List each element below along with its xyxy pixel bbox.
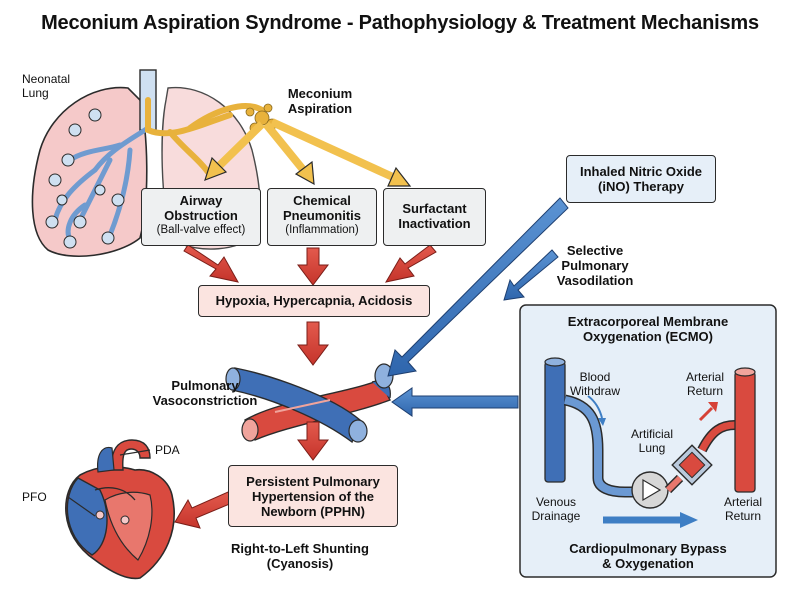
aorta	[111, 439, 151, 471]
artificial-lung-oxygenator	[671, 444, 713, 486]
pphn-line1: Persistent Pulmonary	[246, 474, 380, 489]
arterial-vessel	[734, 371, 756, 493]
surfactant-inactivation-title-line2: Inactivation	[398, 216, 471, 231]
chemical-pneumonitis-sub: (Inflammation)	[285, 224, 359, 236]
vasodilation-line3: Vasodilation	[556, 273, 634, 288]
surfactant-inactivation-box: Surfactant Inactivation	[383, 188, 486, 246]
ecmo-footer-line2: & Oxygenation	[602, 556, 694, 571]
arterial-return-bottom-line1: Arterial	[723, 495, 762, 509]
surfactant-inactivation-title-line1: Surfactant	[402, 201, 467, 216]
ino-to-vessel-arrow	[387, 197, 569, 377]
shunting-line1: Right-to-Left Shunting	[231, 541, 369, 556]
venous-drainage-label: Venous Drainage	[526, 495, 586, 523]
meconium-aspiration-line1: Meconium	[287, 86, 353, 101]
neonatal-lung-label-line2: Lung	[22, 86, 49, 100]
pphn-line2: Hypertension of the	[251, 489, 375, 504]
ecmo-to-vessel-arrow	[391, 387, 519, 417]
heart-illustration	[65, 439, 175, 580]
artificial-lung-line2: Lung	[638, 441, 666, 455]
airway-obstruction-sub: (Ball-valve effect)	[156, 224, 246, 236]
vasoconstriction-to-pphn-arrow	[297, 421, 329, 461]
ecmo-circuit	[544, 357, 756, 528]
vasodilation-line2: Pulmonary	[561, 258, 629, 273]
vasoconstriction-line1: Pulmonary	[171, 378, 239, 393]
blood-withdraw-line1: Blood	[579, 370, 611, 384]
blood-withdraw-line2: Withdraw	[569, 384, 620, 398]
hypoxia-text: Hypoxia, Hypercapnia, Acidosis	[215, 293, 413, 308]
pulmonary-artery	[97, 446, 115, 473]
pphn-line3: Newborn (PPHN)	[261, 504, 365, 519]
neonatal-lung-label-line1: Neonatal	[22, 72, 71, 86]
pulmonary-vessels-illustration	[225, 363, 394, 444]
vasoconstriction-line2: Vasoconstriction	[152, 393, 258, 408]
arterial-return-top-label: Arterial Return	[675, 370, 735, 398]
aspiration-arrows	[204, 118, 412, 187]
page-title: Meconium Aspiration Syndrome - Pathophys…	[41, 12, 759, 34]
ecmo-title: Extracorporeal Membrane Oxygenation (ECM…	[520, 314, 776, 344]
ecmo-panel	[519, 304, 777, 578]
hypoxia-to-vasoconstriction-arrow	[297, 321, 329, 366]
airway-obstruction-title-line1: Airway	[179, 193, 223, 208]
meconium-aspiration-line2: Aspiration	[287, 101, 353, 116]
chemical-pneumonitis-box: Chemical Pneumonitis (Inflammation)	[267, 188, 377, 246]
vasodilation-arrow	[503, 249, 559, 301]
ecmo-title-line2: Oxygenation (ECMO)	[582, 329, 713, 344]
hypoxia-box: Hypoxia, Hypercapnia, Acidosis	[198, 285, 430, 317]
artificial-lung-line1: Artificial	[630, 427, 673, 441]
ecmo-title-line1: Extracorporeal Membrane	[567, 314, 729, 329]
chemical-pneumonitis-title-line1: Chemical	[293, 193, 351, 208]
pphn-box: Persistent Pulmonary Hypertension of the…	[228, 465, 398, 527]
venous-drainage-line1: Venous	[535, 495, 577, 509]
arterial-return-bottom-line2: Return	[724, 509, 762, 523]
venous-vessel	[544, 361, 566, 483]
vasodilation-line1: Selective	[566, 243, 624, 258]
airway-obstruction-title-line2: Obstruction	[164, 208, 238, 223]
mechanism-to-hypoxia-arrows	[183, 244, 437, 286]
airway-obstruction-box: Airway Obstruction (Ball-valve effect)	[141, 188, 261, 246]
vein-vessel	[231, 367, 361, 444]
ecmo-footer-line1: Cardiopulmonary Bypass	[569, 541, 727, 556]
venous-drainage-line2: Drainage	[531, 509, 581, 523]
shunting-label: Right-to-Left Shunting (Cyanosis)	[215, 541, 385, 571]
ino-arrows	[387, 197, 569, 417]
meconium-aspiration-label: Meconium Aspiration	[275, 86, 365, 116]
artificial-lung-label: Artificial Lung	[622, 427, 682, 455]
blood-withdraw-label: Blood Withdraw	[565, 370, 625, 398]
pulmonary-vasoconstriction-label: Pulmonary Vasoconstriction	[150, 378, 260, 408]
ino-line1: Inhaled Nitric Oxide	[579, 164, 703, 179]
arterial-return-bottom-label: Arterial Return	[712, 495, 774, 523]
shunting-line2: (Cyanosis)	[266, 556, 334, 571]
alveoli	[45, 108, 125, 249]
pphn-to-heart-arrow	[174, 491, 233, 529]
ino-therapy-box: Inhaled Nitric Oxide (iNO) Therapy	[566, 155, 716, 203]
neonatal-lung-label: Neonatal Lung	[22, 72, 70, 100]
selective-vasodilation-label: Selective Pulmonary Vasodilation	[540, 243, 650, 288]
pfo-label: PFO	[22, 490, 47, 504]
chemical-pneumonitis-title-line2: Pneumonitis	[282, 208, 361, 223]
arterial-return-top-line1: Arterial	[685, 370, 724, 384]
pda-label: PDA	[155, 443, 180, 457]
ecmo-footer: Cardiopulmonary Bypass & Oxygenation	[520, 541, 776, 571]
arterial-return-top-line2: Return	[686, 384, 724, 398]
ino-line2: (iNO) Therapy	[598, 179, 684, 194]
